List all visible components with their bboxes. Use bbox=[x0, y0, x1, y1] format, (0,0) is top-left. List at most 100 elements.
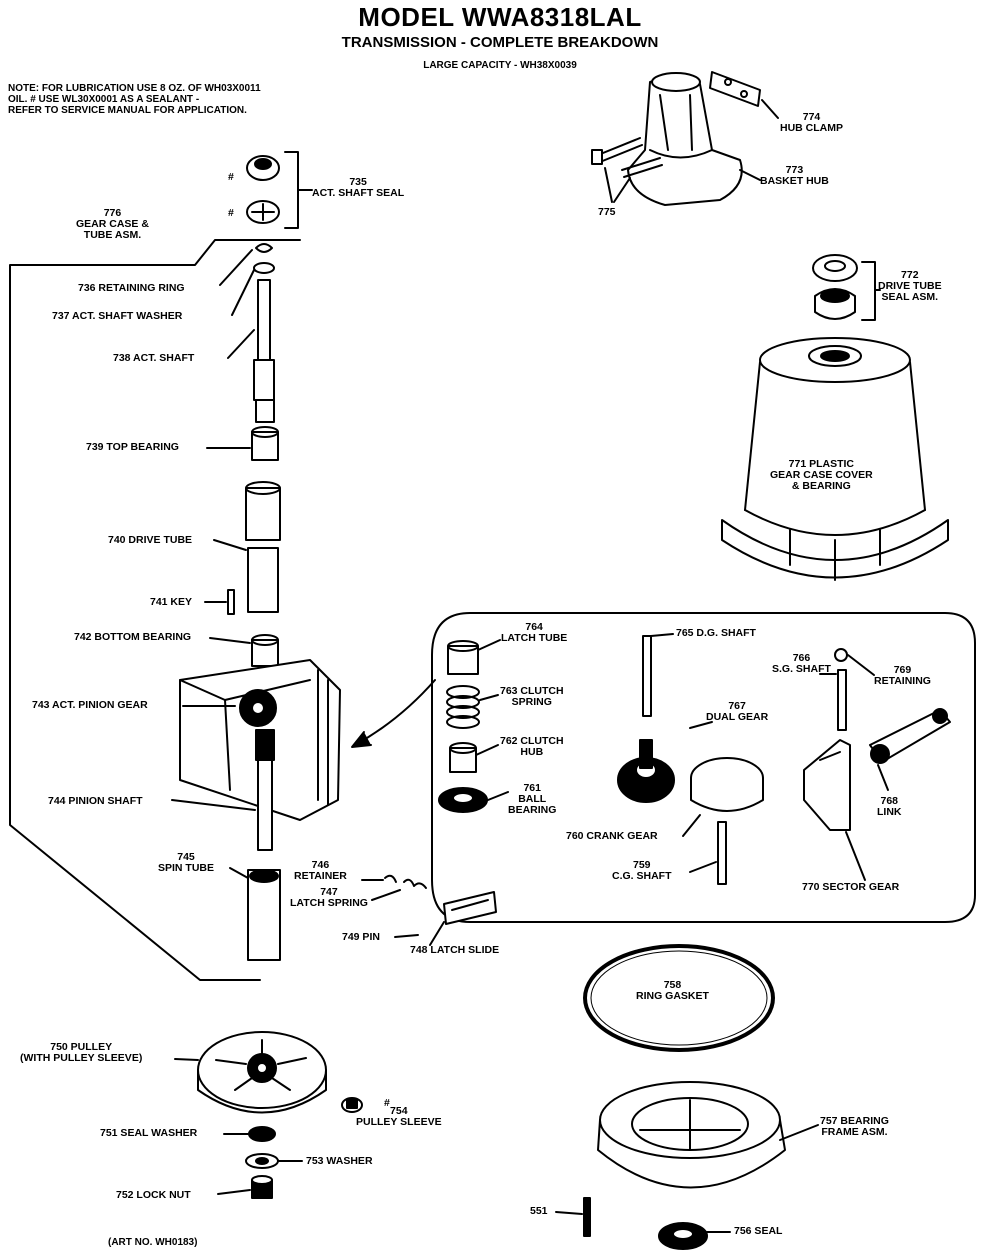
shaft-washer-part bbox=[253, 262, 275, 274]
label-743: 743 ACT. PINION GEAR bbox=[32, 699, 148, 711]
label-776: 776 GEAR CASE & TUBE ASM. bbox=[76, 207, 149, 241]
lubrication-note: NOTE: FOR LUBRICATION USE 8 OZ. OF WH03X… bbox=[8, 83, 261, 116]
link-part bbox=[869, 708, 951, 764]
label-747: 747 LATCH SPRING bbox=[290, 886, 368, 909]
washer-part bbox=[245, 1153, 279, 1169]
label-741: 741 KEY bbox=[150, 596, 193, 608]
label-773: 773 BASKET HUB bbox=[760, 164, 829, 187]
label-775: 775 bbox=[598, 206, 616, 218]
leader-768 bbox=[877, 764, 889, 791]
sealant-mark: # bbox=[228, 171, 234, 183]
label-745: 745 SPIN TUBE bbox=[158, 851, 215, 874]
label-551: 551 bbox=[530, 1205, 548, 1217]
leader-773 bbox=[739, 169, 761, 181]
leader-760 bbox=[682, 814, 701, 837]
bolt-551-part bbox=[583, 1197, 591, 1237]
leader-761 bbox=[487, 791, 509, 801]
label-753: 753 WASHER bbox=[306, 1155, 373, 1167]
leader-769 bbox=[847, 654, 875, 676]
gear-case-assembly-outline bbox=[9, 239, 301, 981]
label-761: 761 BALL BEARING bbox=[508, 782, 557, 816]
label-746: 746 RETAINER bbox=[294, 859, 347, 882]
leader-737 bbox=[231, 269, 255, 316]
ring-gasket-part bbox=[583, 944, 775, 1052]
label-738: 738 ACT. SHAFT bbox=[113, 352, 195, 364]
leader-551 bbox=[555, 1211, 583, 1215]
ball-bearing-part bbox=[438, 787, 488, 813]
dual-gear-part bbox=[617, 739, 675, 803]
act-shaft-part bbox=[253, 279, 275, 423]
label-774: 774 HUB CLAMP bbox=[780, 111, 843, 134]
capacity-note: LARGE CAPACITY - WH38X0039 bbox=[423, 60, 577, 71]
leader-759 bbox=[689, 861, 717, 873]
leader-775 bbox=[604, 167, 631, 203]
label-759: 759 C.G. SHAFT bbox=[612, 859, 672, 882]
sealant-mark: # bbox=[228, 207, 234, 219]
leader-742 bbox=[209, 637, 251, 644]
leader-752 bbox=[217, 1189, 251, 1195]
label-748: 748 LATCH SLIDE bbox=[410, 944, 500, 956]
label-735: 735 ACT. SHAFT SEAL bbox=[312, 176, 405, 199]
leader-767 bbox=[689, 721, 713, 729]
label-758: 758 RING GASKET bbox=[636, 979, 709, 1002]
key-part bbox=[227, 589, 235, 615]
leader-736 bbox=[219, 249, 253, 286]
subassembly-arrow bbox=[354, 679, 436, 746]
crank-gear-part bbox=[690, 757, 764, 812]
drive-tube-part bbox=[245, 481, 281, 613]
clutch-spring-part bbox=[446, 685, 480, 729]
pinion-shaft-part bbox=[255, 729, 275, 851]
label-764: 764 LATCH TUBE bbox=[501, 621, 568, 644]
bearing-frame-part bbox=[597, 1081, 786, 1189]
leader-757 bbox=[779, 1124, 819, 1141]
seal-washer-part bbox=[248, 1126, 276, 1142]
hub-clamp-part bbox=[709, 71, 761, 107]
dg-shaft-part bbox=[642, 635, 652, 717]
leader-740 bbox=[213, 539, 247, 551]
label-765: 765 D.G. SHAFT bbox=[676, 627, 756, 639]
latch-spring-part bbox=[403, 878, 427, 889]
retaining-769-part bbox=[834, 648, 848, 662]
label-768: 768 LINK bbox=[877, 795, 902, 818]
leader-749 bbox=[394, 934, 419, 938]
label-760: 760 CRANK GEAR bbox=[566, 830, 658, 842]
label-767: 767 DUAL GEAR bbox=[706, 700, 769, 723]
pulley-sleeve-part bbox=[341, 1097, 363, 1113]
act-shaft-seal-part bbox=[246, 155, 280, 224]
label-749: 749 PIN bbox=[342, 931, 380, 943]
art-number: (ART NO. WH0183) bbox=[108, 1237, 198, 1248]
label-754: 754 PULLEY SLEEVE bbox=[356, 1105, 442, 1128]
leader-738 bbox=[227, 329, 255, 359]
leader-745 bbox=[229, 867, 249, 879]
label-762: 762 CLUTCH HUB bbox=[500, 735, 564, 758]
label-744: 744 PINION SHAFT bbox=[48, 795, 143, 807]
label-737: 737 ACT. SHAFT WASHER bbox=[52, 310, 183, 322]
leader-774 bbox=[761, 99, 779, 119]
leader-762 bbox=[475, 744, 499, 756]
leader-764 bbox=[477, 639, 501, 651]
cg-shaft-part bbox=[717, 821, 727, 885]
label-770: 770 SECTOR GEAR bbox=[802, 881, 900, 893]
basket-hub-part bbox=[627, 72, 743, 206]
leader-747 bbox=[371, 889, 401, 901]
label-742: 742 BOTTOM BEARING bbox=[74, 631, 192, 643]
subassembly-bubble bbox=[431, 612, 976, 923]
label-750: 750 PULLEY (WITH PULLEY SLEEVE) bbox=[20, 1041, 143, 1064]
label-751: 751 SEAL WASHER bbox=[100, 1127, 198, 1139]
label-769: 769 RETAINING bbox=[874, 664, 931, 687]
lock-nut-part bbox=[251, 1175, 273, 1199]
label-772: 772 DRIVE TUBE SEAL ASM. bbox=[878, 269, 942, 303]
bottom-bearing-part bbox=[251, 634, 279, 667]
leader-744 bbox=[171, 799, 256, 811]
label-763: 763 CLUTCH SPRING bbox=[500, 685, 564, 708]
bracket-735 bbox=[284, 151, 313, 229]
top-bearing-part bbox=[251, 426, 279, 461]
label-766: 766 S.G. SHAFT bbox=[772, 652, 831, 675]
leader-750 bbox=[174, 1058, 199, 1061]
label-771: 771 PLASTIC GEAR CASE COVER & BEARING bbox=[770, 458, 873, 492]
leader-763 bbox=[479, 694, 499, 701]
leader-765 bbox=[650, 633, 674, 637]
clutch-hub-part bbox=[449, 742, 477, 773]
arrowhead bbox=[351, 731, 372, 748]
